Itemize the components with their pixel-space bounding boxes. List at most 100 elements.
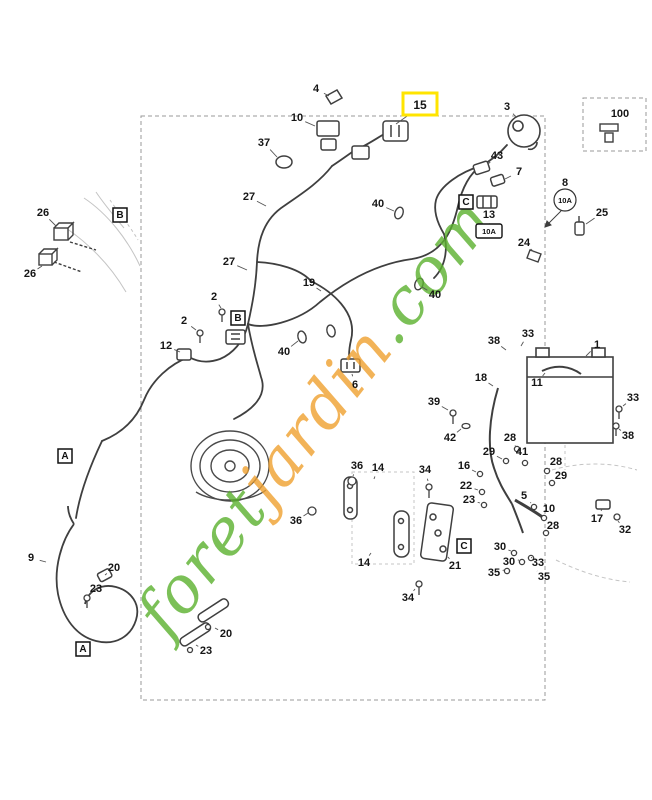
part-label-10[interactable]: 10 (543, 503, 555, 515)
part-label-19[interactable]: 19 (303, 277, 315, 289)
part-label-42[interactable]: 42 (444, 432, 456, 444)
letter-marker-box (57, 448, 73, 464)
part-label-100[interactable]: 100 (611, 108, 629, 120)
watermark-text: foretjardin.com (120, 184, 509, 653)
label-leader (269, 149, 278, 158)
part-label-29[interactable]: 29 (483, 446, 495, 458)
part-label-1[interactable]: 1 (594, 339, 600, 351)
part-label-30[interactable]: 30 (503, 556, 515, 568)
label-leader (477, 501, 481, 504)
part-label-28[interactable]: 28 (547, 520, 559, 532)
part-label-32[interactable]: 32 (619, 524, 631, 536)
part-label-16[interactable]: 16 (458, 460, 470, 472)
part-label-23[interactable]: 23 (200, 645, 212, 657)
label-leader (548, 468, 550, 470)
part-label-37[interactable]: 37 (258, 137, 270, 149)
part-label-23[interactable]: 23 (463, 494, 475, 506)
part-label-6[interactable]: 6 (352, 379, 358, 391)
part-label-10[interactable]: 10 (291, 112, 303, 124)
part-label-38[interactable]: 38 (488, 335, 500, 347)
label-leader (474, 488, 479, 491)
label-leader (256, 200, 267, 207)
label-leader (421, 286, 428, 291)
label-leader (413, 588, 416, 592)
part-label-20[interactable]: 20 (108, 562, 120, 574)
label-leader (303, 512, 309, 517)
part-label-27[interactable]: 27 (223, 256, 235, 268)
screw (449, 409, 457, 424)
part-label-40[interactable]: 40 (372, 198, 384, 210)
highlight-box (401, 91, 439, 117)
part-label-30[interactable]: 30 (494, 541, 506, 553)
part-label-35[interactable]: 35 (488, 567, 500, 579)
part-label-13[interactable]: 13 (483, 209, 495, 221)
part-100-frame (582, 97, 647, 152)
label-leader (618, 428, 622, 431)
flywheel-drawing (190, 430, 270, 502)
fuse-badge-text: 10A (482, 227, 496, 236)
part-label-33[interactable]: 33 (532, 557, 544, 569)
part-label-34[interactable]: 34 (402, 592, 415, 604)
label-leader (617, 520, 620, 524)
part-label-27[interactable]: 27 (243, 191, 255, 203)
part-label-21[interactable]: 21 (449, 560, 461, 572)
part-label-25[interactable]: 25 (596, 207, 608, 219)
part-label-9[interactable]: 9 (28, 552, 34, 564)
part-label-40[interactable]: 40 (278, 346, 290, 358)
part-label-28[interactable]: 28 (550, 456, 562, 468)
part-label-14[interactable]: 14 (358, 557, 371, 569)
part-label-22[interactable]: 22 (460, 480, 472, 492)
part-label-28[interactable]: 28 (504, 432, 516, 444)
part-label-41[interactable]: 41 (516, 446, 528, 458)
part-label-12[interactable]: 12 (160, 340, 172, 352)
label-leader (426, 478, 429, 482)
part-label-36[interactable]: 36 (351, 460, 363, 472)
label-leader (504, 175, 512, 180)
part-label-5[interactable]: 5 (521, 490, 527, 502)
label-leader (104, 573, 108, 576)
part-label-14[interactable]: 14 (372, 462, 385, 474)
part-label-2[interactable]: 2 (181, 315, 187, 327)
label-leader (190, 326, 197, 331)
letter-marker-B: B (230, 310, 246, 326)
part-label-11[interactable]: 11 (531, 377, 543, 389)
part-label-18[interactable]: 18 (475, 372, 487, 384)
part-label-2[interactable]: 2 (211, 291, 217, 303)
part-label-39[interactable]: 39 (428, 396, 440, 408)
part-label-40[interactable]: 40 (429, 289, 441, 301)
part-label-8[interactable]: 8 (562, 177, 568, 189)
letter-marker-text: B (116, 210, 123, 221)
part-100-drawing (599, 123, 619, 143)
part-label-36[interactable]: 36 (290, 515, 302, 527)
relay-cubes-drawing (38, 221, 97, 273)
part-label-33[interactable]: 33 (627, 392, 639, 404)
part-label-4[interactable]: 4 (313, 83, 320, 95)
fuse-badge: 10A (475, 223, 503, 239)
screw (196, 329, 204, 343)
part-label-29[interactable]: 29 (555, 470, 567, 482)
label-leader (512, 113, 517, 118)
part-label-34[interactable]: 34 (419, 464, 432, 476)
part-label-23[interactable]: 23 (90, 583, 102, 595)
part-label-26[interactable]: 26 (37, 207, 49, 219)
part-label-35[interactable]: 35 (538, 571, 550, 583)
label-leader (218, 304, 222, 309)
label-leader (530, 502, 532, 504)
part-label-3[interactable]: 3 (504, 101, 510, 113)
label-leader (447, 556, 450, 560)
label-leader (585, 217, 595, 225)
part-label-43[interactable]: 43 (491, 150, 503, 162)
highlighted-part-label[interactable]: 15 (395, 91, 439, 125)
part-label-26[interactable]: 26 (24, 268, 36, 280)
part-label-33[interactable]: 33 (522, 328, 534, 340)
label-leader (488, 382, 494, 387)
part-label-38[interactable]: 38 (622, 430, 634, 442)
part-label-20[interactable]: 20 (220, 628, 232, 640)
part-label-24[interactable]: 24 (518, 237, 531, 249)
part-label-7[interactable]: 7 (516, 166, 522, 178)
label-leader (542, 372, 546, 377)
part-label-17[interactable]: 17 (591, 513, 603, 525)
label-leader (441, 406, 449, 411)
letter-marker-text: A (79, 644, 86, 655)
